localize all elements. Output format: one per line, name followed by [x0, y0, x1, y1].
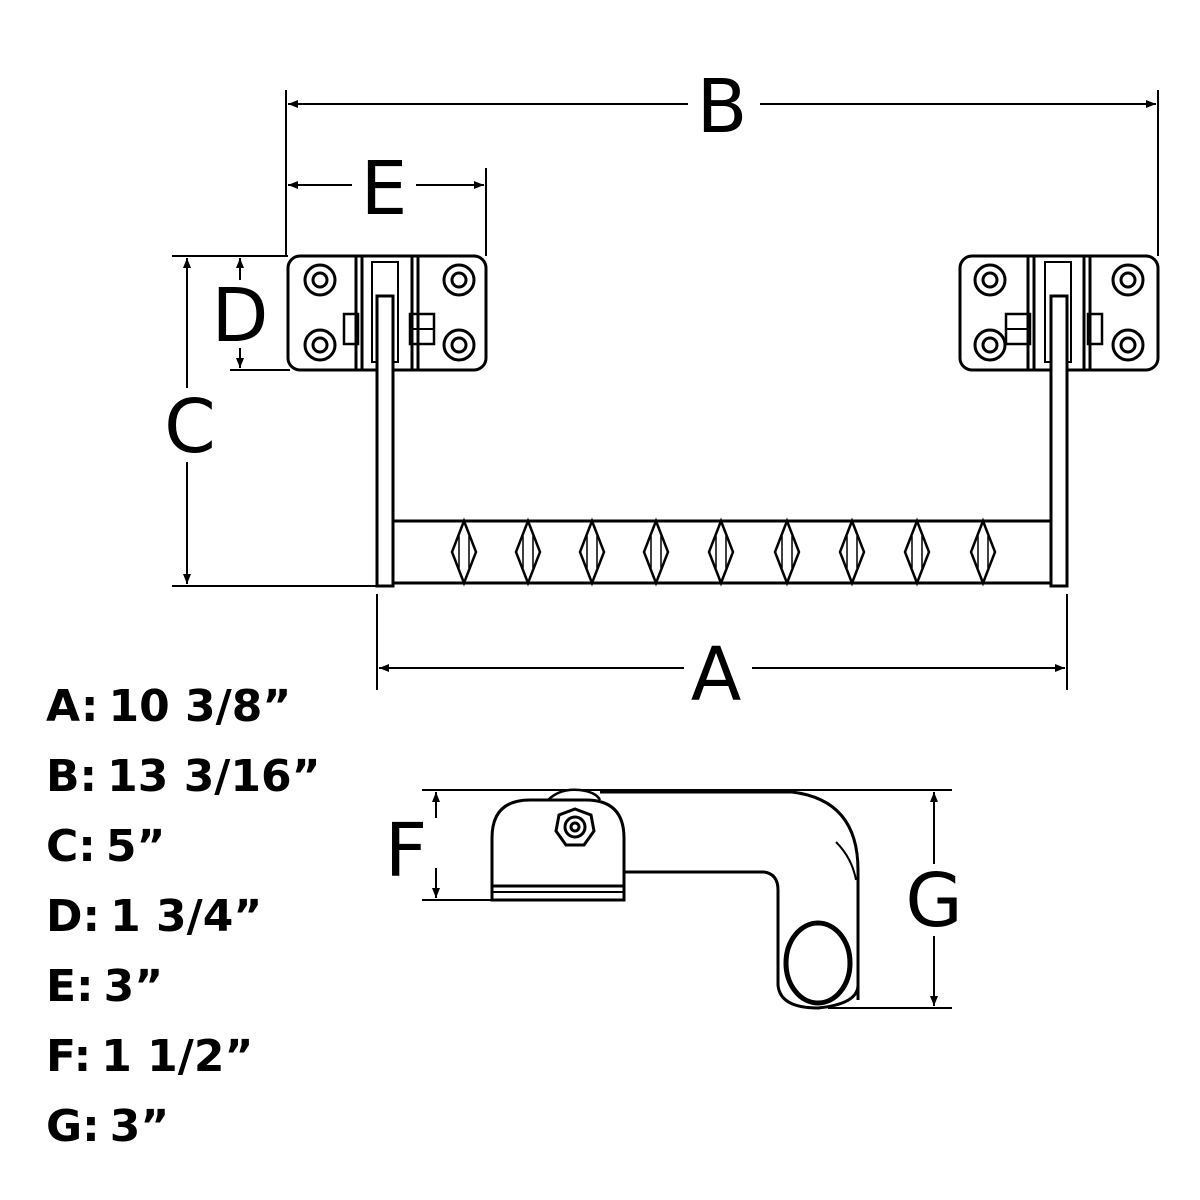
dimension-d-label: D [212, 273, 269, 359]
dimension-c-label: C [164, 384, 216, 470]
legend-value: 1 1/2” [101, 1031, 254, 1082]
dimension-a-label: A [691, 632, 742, 718]
dimension-g-label: G [905, 858, 962, 944]
legend-item-b: B:13 3/16” [46, 742, 466, 812]
top-view [286, 254, 1160, 588]
side-view-dimensions [422, 789, 952, 1009]
legend-value: 3” [103, 961, 164, 1012]
grip-bar [391, 519, 1053, 585]
legend-item-f: F:1 1/2” [46, 1022, 466, 1092]
right-arm [1049, 294, 1069, 588]
side-arm [600, 790, 860, 1000]
legend-key: G: [46, 1101, 100, 1152]
legend-item-e: E:3” [46, 952, 466, 1022]
dimension-f-label: F [385, 808, 428, 894]
top-view-dimensions [172, 90, 1159, 690]
legend-value: 13 3/16” [107, 751, 321, 802]
legend-value: 1 3/4” [110, 891, 263, 942]
dimension-e-label: E [361, 146, 408, 232]
legend-key: E: [46, 961, 94, 1012]
legend-item-d: D:1 3/4” [46, 882, 466, 952]
legend-item-c: C:5” [46, 812, 466, 882]
side-bolt [554, 807, 596, 847]
legend-value: 10 3/8” [108, 681, 292, 732]
legend-value: 5” [105, 821, 166, 872]
side-grip-profile [783, 920, 853, 1006]
legend-value: 3” [109, 1101, 170, 1152]
side-arm-lower [624, 870, 860, 1010]
grip-knurls [450, 517, 997, 587]
dimension-legend: A:10 3/8” B:13 3/16” C:5” D:1 3/4” E:3” … [46, 672, 466, 1162]
legend-item-a: A:10 3/8” [46, 672, 466, 742]
left-arm [375, 294, 395, 588]
legend-key: D: [46, 891, 101, 942]
dimension-b-label: B [697, 64, 748, 150]
legend-key: B: [46, 751, 98, 802]
legend-item-g: G:3” [46, 1092, 466, 1162]
legend-key: F: [46, 1031, 92, 1082]
side-view [490, 788, 860, 1010]
legend-key: C: [46, 821, 96, 872]
legend-key: A: [46, 681, 99, 732]
side-mount-block [490, 788, 626, 902]
